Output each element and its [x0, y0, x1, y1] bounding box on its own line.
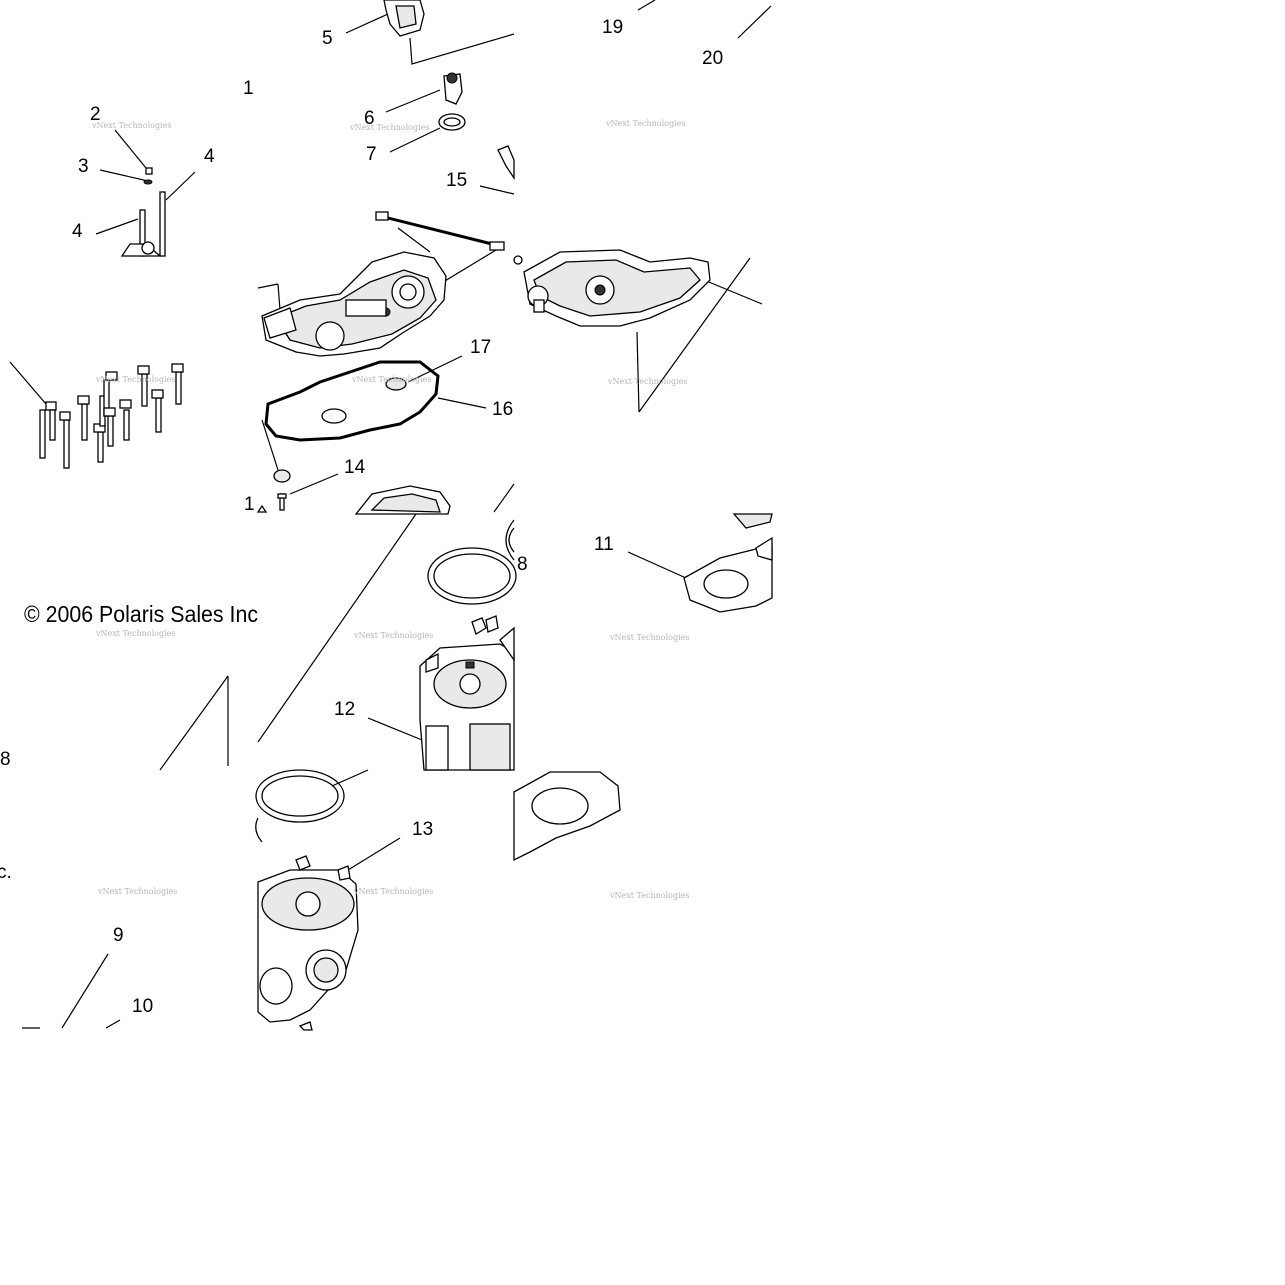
- watermark: vNext Technologies: [97, 887, 177, 896]
- callout-10: 10: [132, 996, 153, 1017]
- watermark: vNext Technologies: [95, 629, 175, 638]
- thermostat-seal: [438, 113, 466, 131]
- cylinder-head: [523, 249, 711, 327]
- sensor: [497, 145, 515, 181]
- head-gasket: [264, 360, 440, 442]
- callout-15: 15: [446, 170, 467, 191]
- watermark: vNext Technologies: [607, 377, 687, 386]
- watermark: vNext Technologies: [349, 123, 429, 132]
- callout-1-mid: 1: [244, 494, 255, 515]
- callout-11: 11: [594, 534, 614, 555]
- watermark: vNext Technologies: [351, 375, 431, 384]
- callout-8-left: 8: [0, 749, 11, 770]
- callout-20: 20: [702, 48, 723, 69]
- cylinder-upper: [419, 615, 515, 771]
- callout-1-top: 1: [243, 78, 254, 99]
- callout-16: 16: [492, 399, 513, 420]
- callout-12: 12: [334, 699, 355, 720]
- callout-labels: 5 19 20 1 2 6 3 4 7 15 4 17 16 14 1 11 8…: [0, 17, 723, 1017]
- callout-8-right: 8: [517, 554, 528, 575]
- callout-5: 5: [322, 28, 333, 49]
- callout-17: 17: [470, 337, 491, 358]
- spark-plug: [256, 469, 291, 513]
- callout-4-right: 4: [204, 146, 215, 167]
- watermark: vNext Technologies: [95, 375, 175, 384]
- cylinder-gasket-upper: [683, 513, 773, 613]
- watermark: vNext Technologies: [353, 887, 433, 896]
- callout-4-left: 4: [72, 221, 83, 242]
- screw-set-left: [120, 167, 166, 257]
- watermarks: vNext Technologies vNext Technologies vN…: [91, 119, 689, 900]
- cylinder-gasket-lower: [513, 771, 621, 862]
- callout-2: 2: [90, 104, 101, 125]
- thermostat-housing: [383, 0, 425, 37]
- callout-19: 19: [602, 17, 623, 38]
- callout-13: 13: [412, 819, 433, 840]
- watermark: vNext Technologies: [605, 119, 685, 128]
- head-bolts: [39, 363, 184, 469]
- callout-3: 3: [78, 156, 89, 177]
- cylinder-upper-partial: [354, 485, 451, 515]
- callout-14: 14: [344, 457, 366, 478]
- callout-7: 7: [366, 144, 377, 165]
- cylinder-head-cover: [261, 251, 447, 357]
- watermark: vNext Technologies: [609, 891, 689, 900]
- copyright-text: © 2006 Polaris Sales Inc: [24, 601, 258, 627]
- watermark: vNext Technologies: [353, 631, 433, 640]
- o-rings: [255, 519, 517, 843]
- callout-9: 9: [113, 925, 124, 946]
- thermostat: [443, 72, 463, 105]
- watermark: vNext Technologies: [91, 121, 171, 130]
- watermark: vNext Technologies: [609, 633, 689, 642]
- copyright-fragment: c.: [0, 862, 12, 883]
- leader-lines: [9, 0, 772, 1029]
- callout-6: 6: [364, 108, 375, 129]
- cylinder-lower: [257, 855, 359, 1031]
- temperature-probe: [375, 211, 523, 265]
